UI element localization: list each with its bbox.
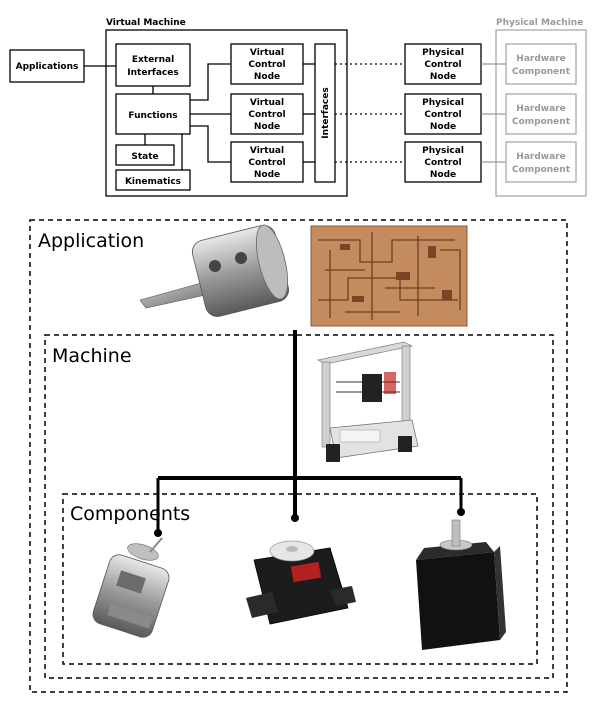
svg-text:Control: Control	[248, 158, 285, 168]
svg-text:Virtual: Virtual	[250, 48, 284, 58]
svg-text:Hardware: Hardware	[516, 54, 565, 64]
svg-text:Node: Node	[430, 72, 456, 82]
external-interfaces-box	[115, 43, 191, 87]
physical-machine-title: Physical Machine	[496, 18, 583, 28]
svg-text:Node: Node	[254, 72, 280, 82]
external-interfaces-label-2: Interfaces	[127, 68, 178, 78]
svg-text:Physical: Physical	[422, 146, 464, 156]
application-label: Application	[38, 230, 144, 252]
3d-printer-image	[316, 341, 419, 462]
kinematics-box	[115, 169, 191, 191]
stepper-motor-image	[416, 519, 506, 650]
svg-text:Control: Control	[248, 60, 285, 70]
hardware-component-2: Hardware Component	[505, 93, 577, 135]
virtual-control-node-1: Virtual Control Node	[230, 43, 304, 85]
svg-text:Virtual: Virtual	[250, 98, 284, 108]
machine-frame	[44, 334, 554, 679]
svg-text:Component: Component	[512, 67, 571, 77]
svg-text:Physical: Physical	[422, 98, 464, 108]
svg-text:Component: Component	[512, 117, 571, 127]
applications-label: Applications	[16, 62, 79, 72]
svg-text:Hardware: Hardware	[516, 104, 565, 114]
components-frame	[62, 493, 538, 665]
physical-control-node-2: Physical Control Node	[404, 93, 482, 135]
svg-text:Control: Control	[248, 110, 285, 120]
external-interfaces-label-1: External	[132, 55, 174, 65]
state-label: State	[131, 152, 158, 162]
hardware-component-3: Hardware Component	[505, 141, 577, 183]
virtual-machine-frame	[105, 29, 348, 197]
components-label: Components	[70, 503, 190, 525]
servo-motor-image	[246, 540, 356, 625]
svg-text:Node: Node	[430, 122, 456, 132]
svg-text:Virtual: Virtual	[250, 146, 284, 156]
hierarchy-connectors	[154, 330, 465, 537]
virtual-control-node-3: Virtual Control Node	[230, 141, 304, 183]
svg-text:Node: Node	[254, 122, 280, 132]
physical-machine-frame	[495, 29, 587, 197]
functions-box	[115, 93, 191, 135]
svg-text:Component: Component	[512, 165, 571, 175]
pcb-image	[310, 225, 468, 327]
milling-cutter-image	[139, 224, 290, 317]
virtual-machine-title: Virtual Machine	[106, 18, 186, 28]
machine-label: Machine	[52, 345, 132, 367]
svg-text:Control: Control	[424, 60, 461, 70]
svg-text:Control: Control	[424, 158, 461, 168]
kinematics-label: Kinematics	[125, 177, 181, 187]
physical-control-node-3: Physical Control Node	[404, 141, 482, 183]
interfaces-label: Interfaces	[321, 87, 331, 138]
application-frame	[29, 219, 568, 693]
interfaces-box	[314, 43, 336, 183]
svg-text:Hardware: Hardware	[516, 152, 565, 162]
virtual-control-node-2: Virtual Control Node	[230, 93, 304, 135]
svg-text:Physical: Physical	[422, 48, 464, 58]
dc-motor-image	[92, 537, 170, 638]
svg-text:Node: Node	[254, 170, 280, 180]
functions-label: Functions	[128, 111, 177, 121]
hardware-component-1: Hardware Component	[505, 43, 577, 85]
svg-text:Node: Node	[430, 170, 456, 180]
physical-control-node-1: Physical Control Node	[404, 43, 482, 85]
svg-text:Control: Control	[424, 110, 461, 120]
